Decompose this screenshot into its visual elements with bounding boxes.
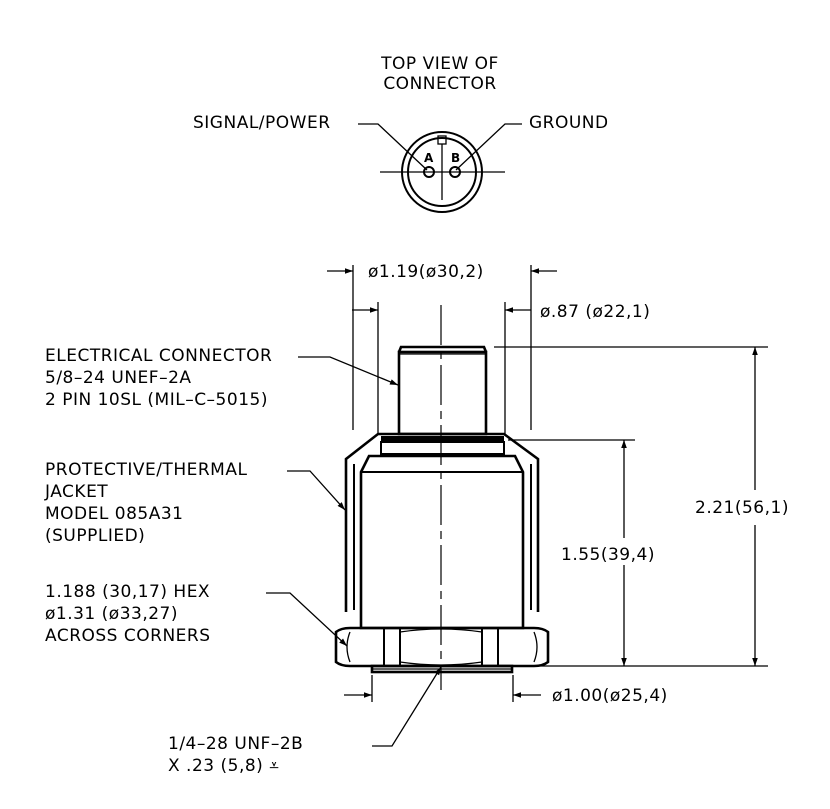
callout-jacket-line4: (SUPPLIED) <box>45 526 145 546</box>
callout-jacket-line3: MODEL 085A31 <box>45 504 183 524</box>
callout-thread-line1: 1/4–28 UNF–2B <box>168 734 303 754</box>
callout-connector-line3: 2 PIN 10SL (MIL–C–5015) <box>45 390 268 410</box>
callout-thread-line2: X .23 (5,8) ⩡ <box>168 756 279 776</box>
ground-leader <box>455 123 522 171</box>
callout-hex-line2: ø1.31 (ø33,27) <box>45 604 178 624</box>
connector-cap <box>397 345 488 353</box>
side-view <box>334 305 550 690</box>
pin-b <box>449 166 461 178</box>
body-height-label: 1.55(39,4) <box>561 545 655 565</box>
protective-jacket <box>344 432 540 612</box>
callout-jacket-leader <box>287 470 346 511</box>
top-view: TOP VIEW OF CONNECTOR A B SIGNAL/POWER G… <box>193 54 609 213</box>
dimensions: ø1.19(ø30,2) ø.87 (ø22,1) 2.21(56,1) 1.5… <box>327 262 789 706</box>
callout-jacket-line2: JACKET <box>44 482 108 502</box>
hex-base <box>334 626 550 668</box>
base-dia-label: ø1.00(ø25,4) <box>552 686 668 706</box>
sensor-body <box>359 454 525 630</box>
callout-connector-line2: 5/8–24 UNEF–2A <box>45 368 192 388</box>
callout-jacket-line1: PROTECTIVE/THERMAL <box>45 460 247 480</box>
overall-height-label: 2.21(56,1) <box>695 498 789 518</box>
hex-chamfer-right <box>533 631 538 663</box>
jacket-dia-label: ø1.19(ø30,2) <box>368 262 484 282</box>
connector-shell <box>397 350 488 436</box>
callout-connector-leader <box>298 356 399 386</box>
hex-chamfer-left <box>346 631 351 663</box>
top-view-title-line1: TOP VIEW OF <box>380 54 499 74</box>
callout-thread-leader <box>372 666 442 747</box>
callout-hex-leader <box>266 592 348 647</box>
pin-a <box>423 166 435 178</box>
callout-hex-line3: ACROSS CORNERS <box>45 626 211 646</box>
ground-label: GROUND <box>529 113 609 133</box>
signal-power-leader <box>358 123 428 171</box>
signal-power-label: SIGNAL/POWER <box>193 113 331 133</box>
callout-connector-line1: ELECTRICAL CONNECTOR <box>45 346 272 366</box>
callouts: ELECTRICAL CONNECTOR 5/8–24 UNEF–2A 2 PI… <box>44 346 442 776</box>
connector-flange <box>381 436 504 442</box>
connector-dia-label: ø.87 (ø22,1) <box>540 302 650 322</box>
pin-a-label: A <box>424 151 434 165</box>
top-view-title-line2: CONNECTOR <box>383 74 496 94</box>
callout-hex-line1: 1.188 (30,17) HEX <box>45 582 210 602</box>
pin-b-label: B <box>451 151 461 165</box>
connector-neck <box>380 441 505 455</box>
